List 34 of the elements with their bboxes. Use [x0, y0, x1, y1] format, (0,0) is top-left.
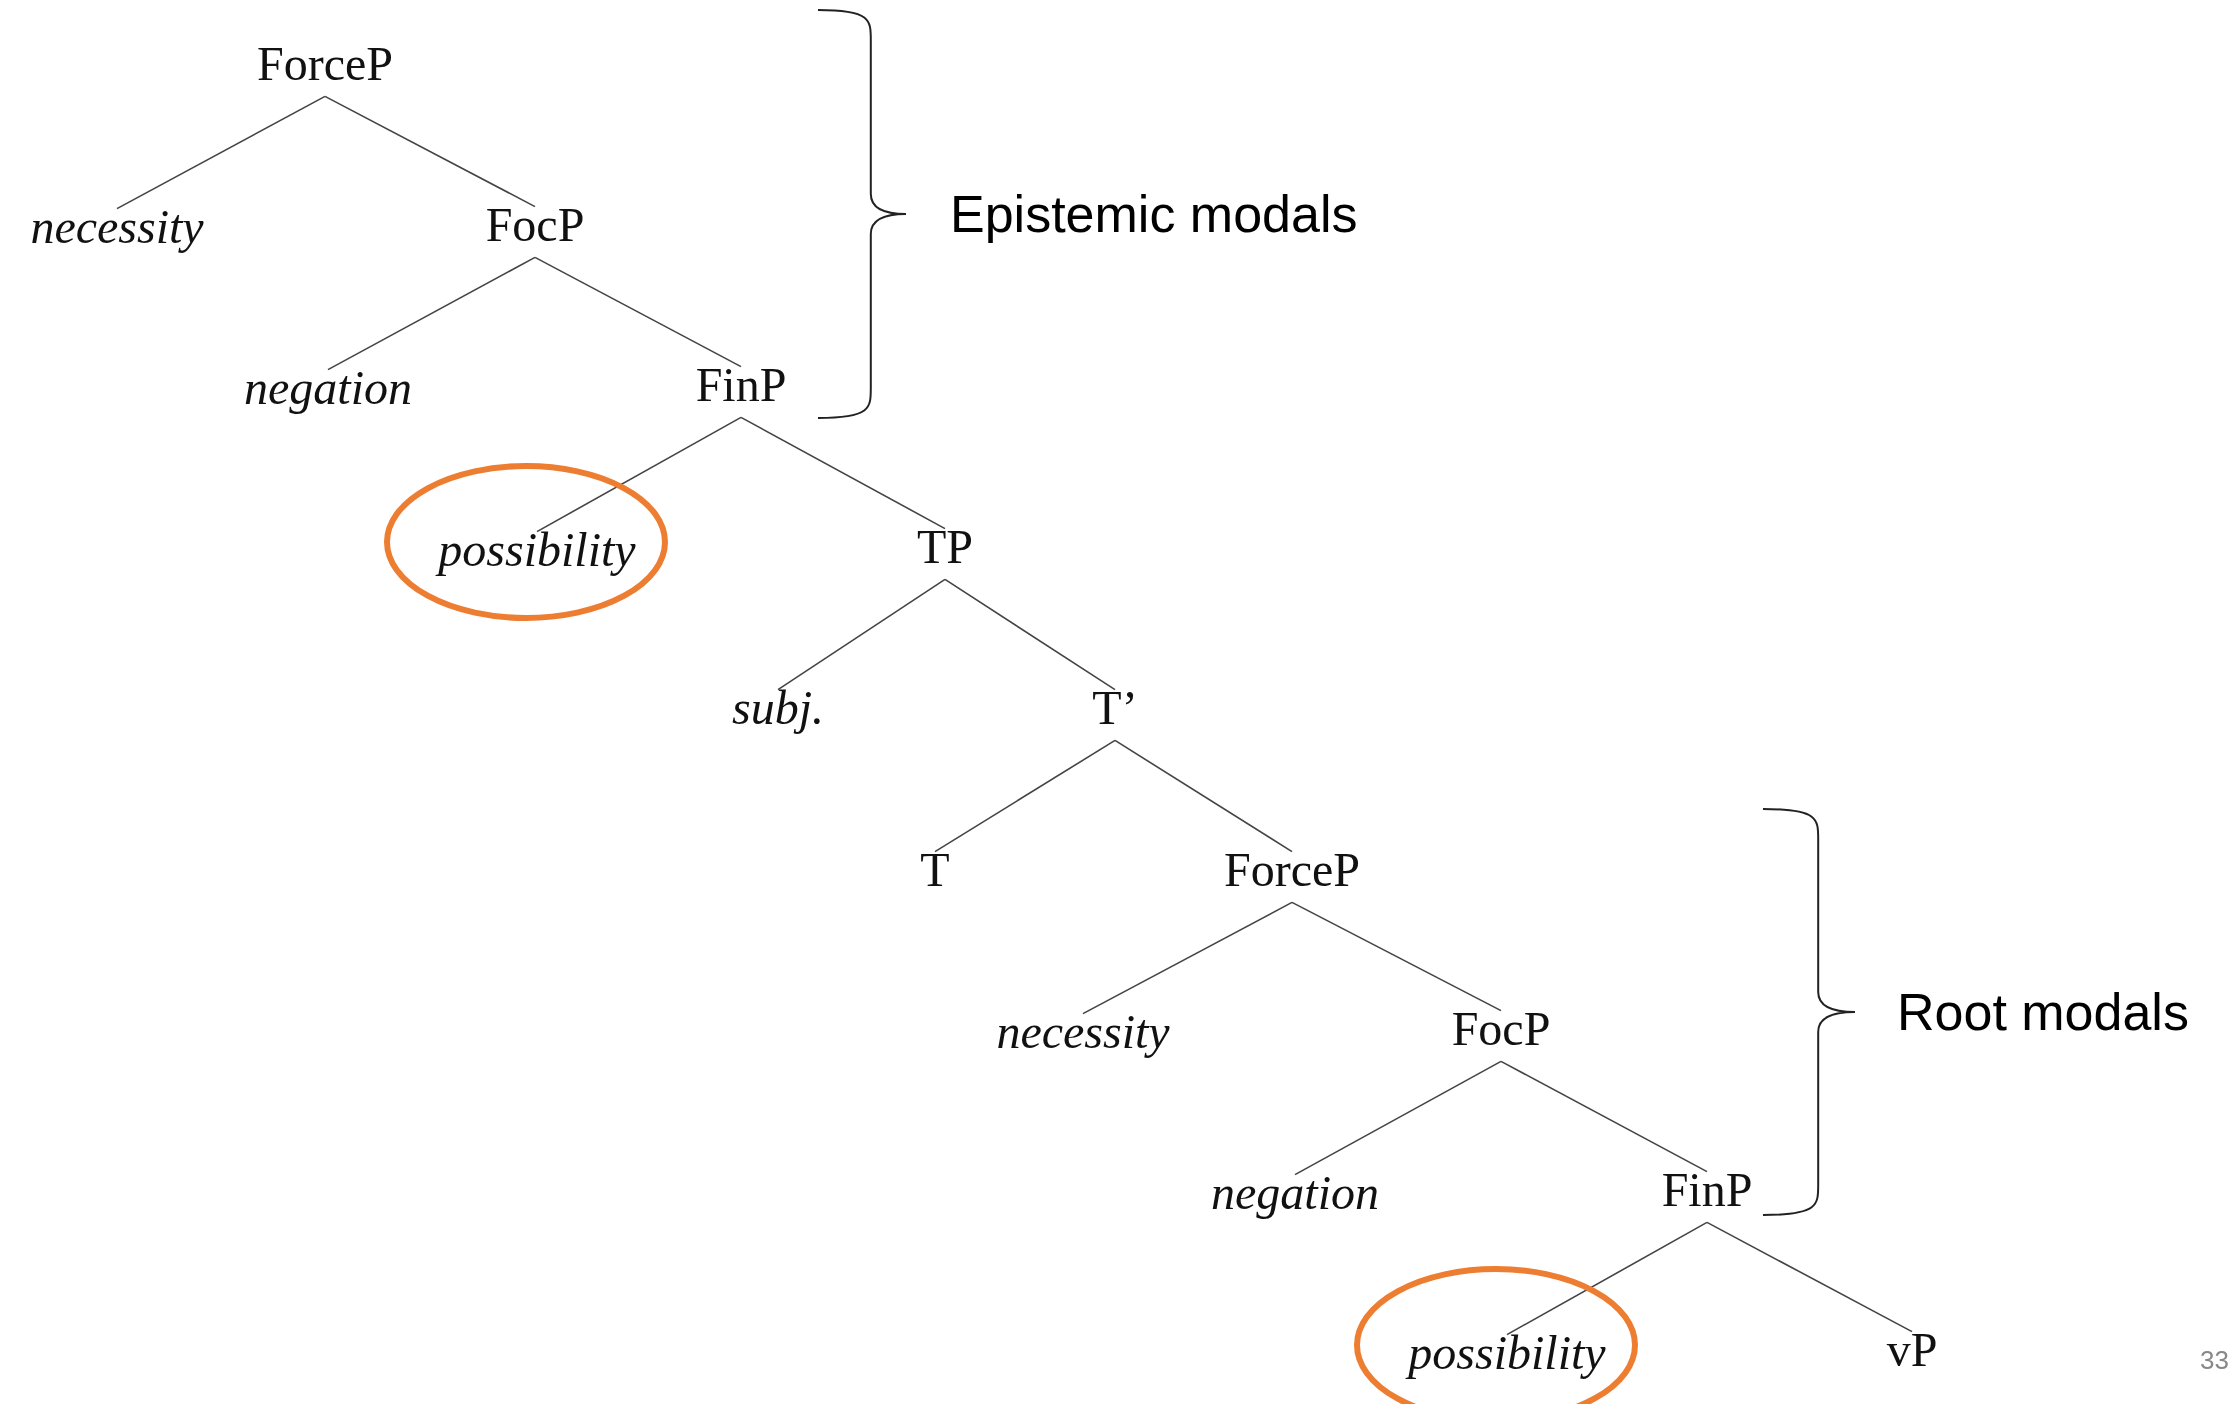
- tree-branch: [944, 578, 1116, 691]
- tree-branch: [1082, 901, 1293, 1015]
- tree-branch: [324, 95, 536, 208]
- page-number: 33: [2200, 1345, 2229, 1376]
- tree-leaf: subj.: [732, 681, 824, 735]
- phrase-label: T’: [1092, 681, 1138, 735]
- tree-leaf: negation: [244, 361, 412, 415]
- tree-branch: [1291, 901, 1502, 1012]
- tree-branch: [534, 256, 742, 368]
- tree-branch: [327, 256, 536, 371]
- tree-leaf: necessity: [30, 200, 204, 254]
- tree-leaf: T: [920, 843, 950, 897]
- tree-branch: [740, 416, 946, 530]
- bracket-label: Root modals: [1897, 982, 2189, 1042]
- phrase-label: FinP: [1661, 1163, 1753, 1217]
- tree-branch: [116, 95, 326, 210]
- tree-branch: [1706, 1221, 1913, 1333]
- tree-branch: [934, 739, 1116, 853]
- phrase-label: ForceP: [257, 37, 393, 91]
- tree-branch: [1294, 1060, 1502, 1176]
- bracket-label: Epistemic modals: [950, 184, 1358, 244]
- phrase-label: FocP: [485, 198, 585, 252]
- tree-branch: [1506, 1221, 1708, 1336]
- phrase-label: ForceP: [1224, 843, 1360, 897]
- phrase-label: FinP: [695, 358, 787, 412]
- phrase-label: TP: [917, 520, 973, 574]
- tree-leaf: necessity: [996, 1005, 1170, 1059]
- tree-branch: [1114, 739, 1293, 853]
- tree-branch: [1500, 1060, 1708, 1173]
- tree-leaf: vP: [1886, 1323, 1938, 1377]
- tree-branch: [536, 416, 742, 533]
- tree-branch: [777, 578, 946, 691]
- tree-leaf: negation: [1211, 1166, 1379, 1220]
- phrase-label: FocP: [1451, 1002, 1551, 1056]
